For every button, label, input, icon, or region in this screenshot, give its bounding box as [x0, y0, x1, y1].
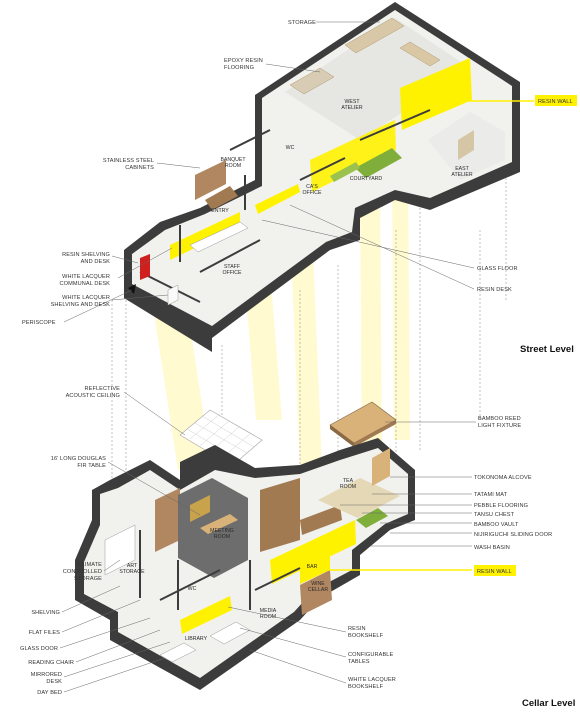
callout-nijiriguchi: NIJIRIGUCHI SLIDING DOOR: [474, 532, 552, 538]
wood-panel: [260, 478, 300, 552]
resin-wall-tag-cellar: [474, 565, 516, 576]
street-level-title: Street Level: [520, 344, 574, 355]
white-shelving: [167, 284, 179, 306]
projection-lines: [111, 170, 507, 530]
wood-panel: [300, 505, 342, 535]
callout-glass-floor: GLASS FLOOR: [477, 266, 518, 272]
meeting-screen: [190, 495, 210, 522]
room-bar: BAR: [307, 564, 318, 570]
meeting-table: [200, 514, 238, 534]
street-level-plan: [124, 2, 520, 352]
room-wc-street: WC: [286, 145, 295, 151]
wood-block: [195, 160, 226, 200]
tea-room-floor: [318, 478, 400, 518]
callout-bamboo-vault: BAMBOO VAULT: [474, 522, 519, 528]
west-atelier-floor: [285, 18, 470, 140]
resin-wall: [170, 212, 240, 260]
room-library: LIBRARY: [185, 636, 208, 642]
wood-block: [205, 186, 238, 210]
resin-desk: [255, 184, 300, 214]
callout-wash: WASH BASIN: [474, 545, 510, 551]
bamboo-reed-fixture: [329, 401, 397, 447]
resin-wall-tag-street: [535, 95, 577, 106]
callout-resin-wall-cellar: RESIN WALL: [477, 569, 512, 575]
storage-art: [289, 67, 335, 95]
callout-resin-desk: RESIN DESK: [477, 287, 512, 293]
callout-reading-chair: READING CHAIR: [28, 660, 74, 666]
callout-periscope: PERISCOPE: [22, 320, 56, 326]
wood-panel: [155, 488, 180, 552]
callout-storage: STORAGE: [288, 20, 316, 26]
leader-lines: [59, 21, 534, 693]
bar-yellow: [300, 556, 330, 584]
street-interior-walls: [139, 109, 431, 303]
callout-shelving: SHELVING: [31, 610, 60, 616]
cellar-level-plan: [75, 438, 415, 690]
art-storage-shelves: [104, 524, 136, 576]
cellar-level-title: Cellar Level: [522, 698, 575, 709]
periscope-red: [140, 254, 150, 280]
callout-day-bed: DAY BED: [37, 690, 62, 696]
configurable-table: [209, 621, 251, 645]
callout-pebble: PEBBLE FLOORING: [474, 503, 528, 509]
callout-tansu: TANSU CHEST: [474, 512, 515, 518]
callout-glass-door: GLASS DOOR: [20, 646, 58, 652]
storage-art: [399, 41, 441, 67]
light-beam: [360, 190, 382, 450]
callout-tatami: TATAMI MAT: [474, 492, 508, 498]
day-bed: [159, 642, 197, 663]
courtyard-green: [330, 162, 360, 182]
resin-bookshelf: [180, 596, 232, 634]
acoustic-ceiling: [179, 409, 263, 467]
periscope-arrow: [128, 284, 136, 294]
room-entry: ENTRY: [211, 208, 229, 214]
callout-flat-files: FLAT FILES: [29, 630, 60, 636]
east-atelier-wall-art: [458, 130, 474, 160]
storage-art: [344, 17, 405, 54]
room-courtyard: COURTYARD: [350, 176, 383, 182]
light-beam: [392, 175, 410, 440]
room-wc-cellar: WC: [188, 586, 197, 592]
cellar-interior-walls: [139, 530, 301, 610]
light-beam: [290, 225, 322, 470]
callout-resin-wall-street: RESIN WALL: [538, 99, 573, 105]
resin-wall-cellar: [270, 520, 356, 584]
communal-desk: [189, 221, 249, 253]
resin-wall: [310, 120, 396, 192]
resin-wall: [400, 58, 472, 130]
tokonoma: [372, 448, 390, 486]
courtyard-green: [355, 148, 402, 178]
callout-tokonoma: TOKONOMA ALCOVE: [474, 475, 532, 481]
wine-shelf: [300, 570, 332, 615]
